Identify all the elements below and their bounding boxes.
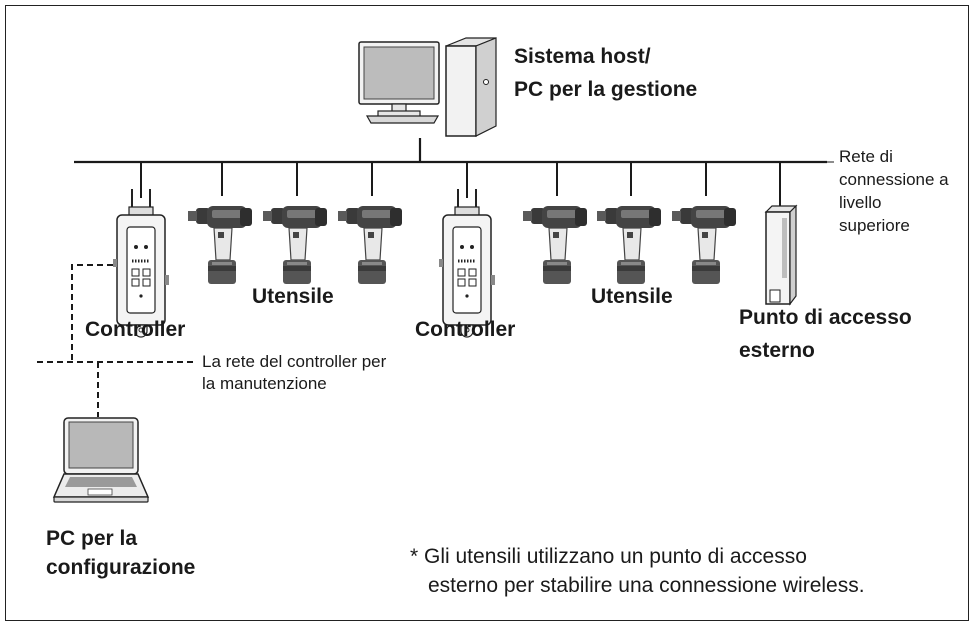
tool-5-icon (596, 205, 662, 285)
tool-4-icon (522, 205, 588, 285)
footnote-line2: esterno per stabilire una connessione wi… (428, 574, 865, 597)
config-pc-label-line1: PC per la (46, 527, 138, 550)
footnote-line1: * Gli utensili utilizzano un punto di ac… (410, 545, 807, 568)
upper-network-label-line3: livello (839, 193, 882, 212)
diagram-frame (5, 5, 969, 621)
maintenance-network-label-line2: la manutenzione (202, 374, 327, 393)
host-label-line1: Sistema host/ (514, 45, 651, 68)
tool-2-icon (262, 205, 328, 285)
controller-2-label: Controller (415, 318, 516, 341)
tool-group-1-label: Utensile (252, 285, 334, 308)
upper-network-label-line2: connessione a (839, 170, 949, 189)
tool-1-icon (187, 205, 253, 285)
host-label-line2: PC per la gestione (514, 78, 698, 101)
maintenance-network-label-line1: La rete del controller per (202, 352, 387, 371)
access-point-label-line2: esterno (739, 339, 815, 362)
host-pc-icon (358, 37, 497, 137)
maintenance-network (37, 264, 196, 417)
tool-3-icon (337, 205, 403, 285)
tool-group-2-label: Utensile (591, 285, 673, 308)
config-pc-label-line2: configurazione (46, 556, 196, 579)
laptop-icon (52, 417, 150, 503)
upper-network-label-line1: Rete di (839, 147, 893, 166)
controller-2-icon (437, 187, 497, 339)
access-point-label-line1: Punto di accesso (739, 306, 912, 329)
access-point-icon (764, 204, 798, 306)
tool-6-icon (671, 205, 737, 285)
controller-1-label: Controller (85, 318, 186, 341)
upper-network-label-line4: superiore (839, 216, 910, 235)
controller-1-icon (111, 187, 171, 339)
